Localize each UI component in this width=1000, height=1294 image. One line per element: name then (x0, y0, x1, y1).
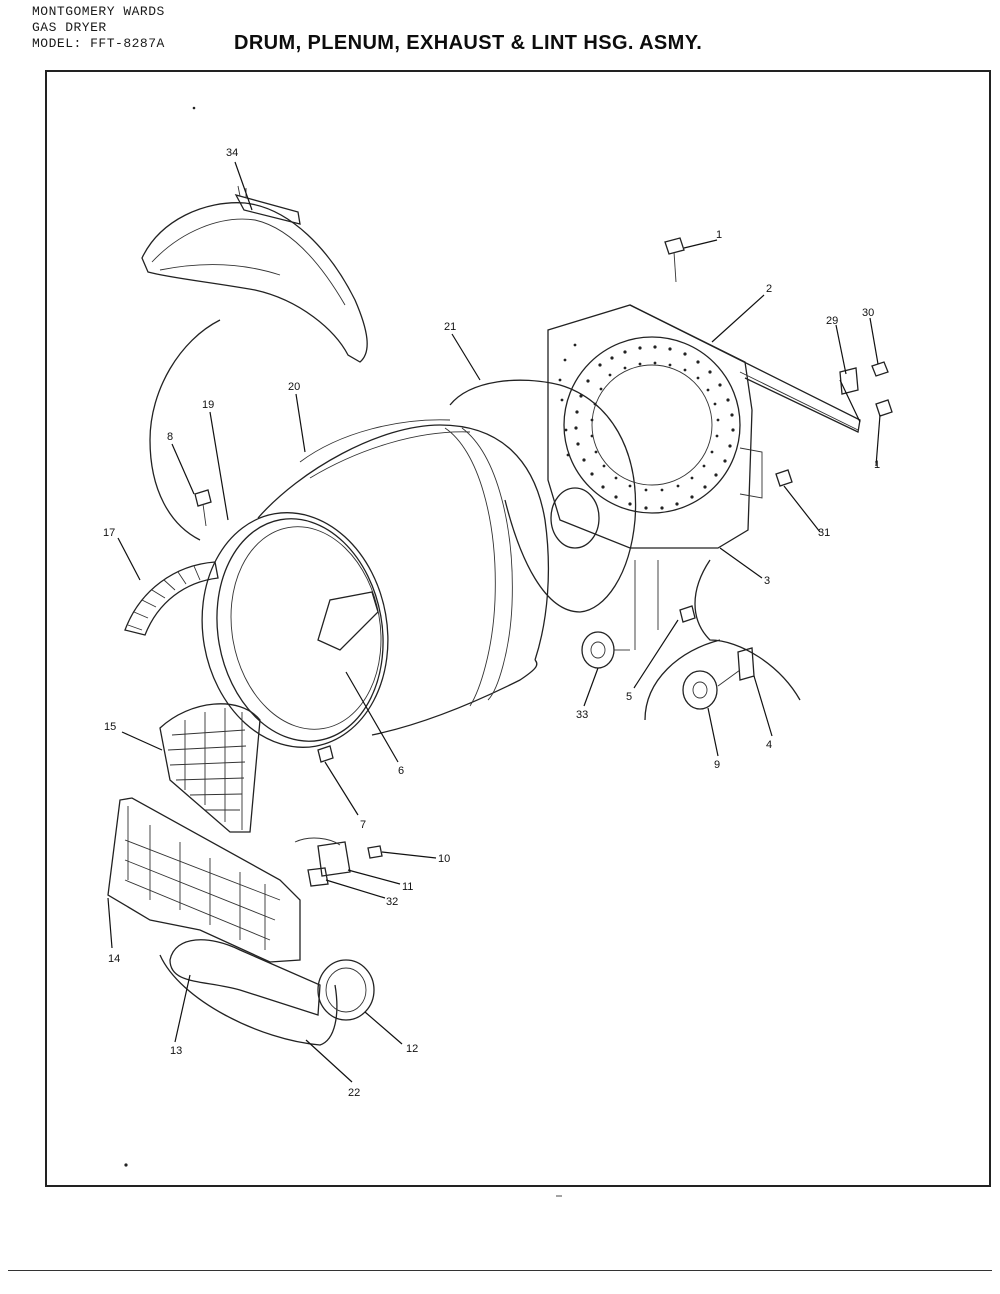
callout-29: 29 (826, 315, 838, 327)
callout-11: 11 (402, 881, 413, 893)
callout-2: 2 (766, 283, 772, 295)
callout-31: 31 (818, 527, 830, 539)
callout-9: 9 (714, 759, 720, 771)
part-33-roller (581, 631, 630, 669)
brand-name: MONTGOMERY WARDS (32, 4, 165, 19)
part-14-lint-housing (107, 797, 301, 963)
part-31-screw (775, 469, 793, 487)
part-7-screw (317, 745, 334, 763)
part-12-exhaust-ring (317, 959, 375, 1021)
callout-4: 4 (766, 739, 772, 751)
callout-20: 20 (288, 381, 300, 393)
callout-15: 15 (104, 721, 116, 733)
part-2-rear-bracket (629, 304, 861, 433)
product-type: GAS DRYER (32, 20, 107, 35)
part-20-drum (216, 419, 550, 742)
diagram-frame (45, 70, 991, 1187)
part-34-plenum-cover (141, 185, 368, 363)
part-30-screw (871, 361, 889, 377)
part-5-screw (679, 605, 696, 623)
part-3-rear-bulkhead (547, 304, 763, 549)
model-number: MODEL: FFT-8287A (32, 36, 165, 51)
part-29-clip (839, 367, 859, 395)
bulkhead-perforations (558, 343, 735, 510)
callout-14: 14 (108, 953, 120, 965)
callout-6: 6 (398, 765, 404, 777)
callout-22: 22 (348, 1087, 360, 1099)
callout-17: 17 (103, 527, 115, 539)
page-title: DRUM, PLENUM, EXHAUST & LINT HSG. ASMY. (234, 32, 703, 54)
callout-7: 7 (360, 819, 366, 831)
part-11-plate (317, 841, 351, 877)
callout-30: 30 (862, 307, 874, 319)
callout-5: 5 (626, 691, 632, 703)
callout-33: 33 (576, 709, 588, 721)
callout-13: 13 (170, 1045, 182, 1057)
rear-seal-outline (149, 319, 221, 541)
callout-12: 12 (406, 1043, 418, 1055)
part-21-belt (449, 379, 637, 613)
rear-seal-arc (644, 559, 801, 721)
part-15-lint-screen (159, 703, 261, 833)
bottom-rule (8, 1270, 992, 1271)
callout-10: 10 (438, 853, 450, 865)
part-22-duct-cover (159, 954, 338, 1046)
callout-32: 32 (386, 896, 398, 908)
callout-1: 1 (716, 229, 722, 241)
callout-21: 21 (444, 321, 456, 333)
part-19-felt-seal (201, 512, 389, 748)
part-10-screw (367, 845, 383, 859)
header-block: MONTGOMERY WARDS GAS DRYER MODEL: FFT-82… (32, 4, 165, 52)
part-1-screw-top (664, 237, 685, 283)
callout-labels: 34 1 2 29 30 1 31 3 21 20 19 8 17 33 5 4… (103, 147, 880, 1099)
callout-1b: 1 (874, 459, 880, 471)
callout-19: 19 (202, 399, 214, 411)
part-32-clip (307, 867, 329, 887)
part-4-roller-shaft (717, 647, 755, 687)
leader-lines (107, 161, 881, 1083)
callout-8: 8 (167, 431, 173, 443)
callout-34: 34 (226, 147, 238, 159)
part-9-roller (682, 670, 718, 710)
part-1-screw-right (875, 399, 893, 417)
part-8-screw (194, 489, 212, 527)
part-17-bearing-ring (124, 561, 219, 636)
callout-3: 3 (764, 575, 770, 587)
